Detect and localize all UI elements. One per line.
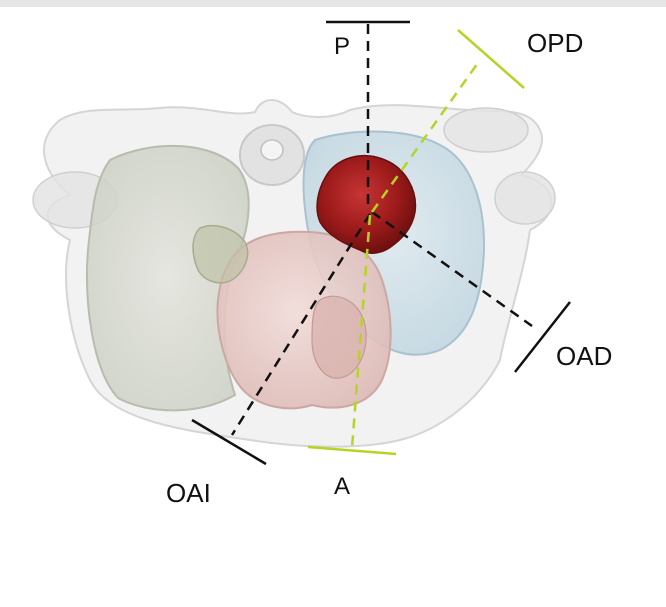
right-scapula bbox=[495, 172, 555, 224]
label-oad: OAD bbox=[556, 343, 612, 369]
label-oai: OAI bbox=[166, 480, 211, 506]
label-p: P bbox=[334, 35, 350, 59]
a-axis-bar bbox=[308, 447, 396, 454]
opd-axis-bar bbox=[458, 30, 524, 88]
label-opd: OPD bbox=[527, 30, 583, 56]
spinal-canal bbox=[261, 140, 283, 160]
label-a: A bbox=[334, 475, 350, 499]
heart-chamber bbox=[312, 296, 366, 378]
right-shoulder bbox=[444, 108, 528, 152]
